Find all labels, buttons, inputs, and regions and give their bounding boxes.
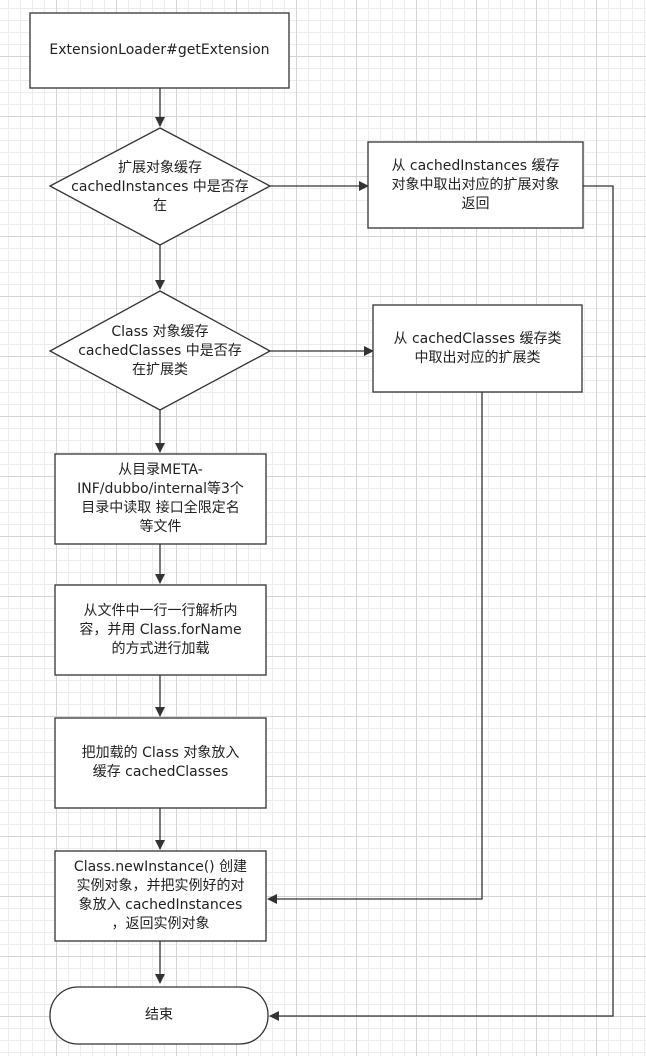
end-node — [49, 986, 269, 1045]
shapes — [29, 12, 584, 1045]
cache-classes-label: 把加载的 Class 对象放入 缓存 cachedClasses — [81, 745, 240, 780]
start-node — [29, 12, 290, 89]
get-class-label: 从 cachedClasses 缓存类 中取出对应的扩展类 — [393, 330, 562, 366]
check-instances-decision — [48, 127, 272, 246]
check-classes-decision — [48, 290, 272, 411]
edge-get-class-to-new — [267, 392, 483, 904]
new-instance-label: Class.newInstance() 创建 实例对象，并把实例好的对 象放入 … — [73, 859, 248, 932]
read-files-node — [54, 453, 267, 545]
check-classes-label: Class 对象缓存 cachedClasses 中是否存 在扩展类 — [78, 323, 242, 378]
return-instance-label: 从 cachedInstances 缓存 对象中取出对应的扩展对象 返回 — [391, 157, 560, 212]
start-label: ExtensionLoader#getExtension — [49, 42, 270, 58]
edge-return-to-end — [269, 185, 614, 1021]
cache-classes-node — [54, 717, 267, 809]
read-files-label: 从目录META- INF/dubbo/internal等3个 目录中读取 接口全… — [77, 462, 244, 535]
return-instance-node — [367, 141, 584, 229]
new-instance-node — [54, 850, 267, 942]
parse-load-label: 从文件中一行一行解析内 容，并用 Class.forName 的方式进行加载 — [79, 602, 242, 657]
check-instances-label: 扩展对象缓存 cachedInstances 中是否存 在 — [71, 159, 249, 214]
parse-load-node — [54, 584, 267, 676]
end-label: 结束 — [145, 1007, 173, 1023]
get-class-node — [372, 304, 583, 393]
connectors — [155, 88, 614, 1021]
